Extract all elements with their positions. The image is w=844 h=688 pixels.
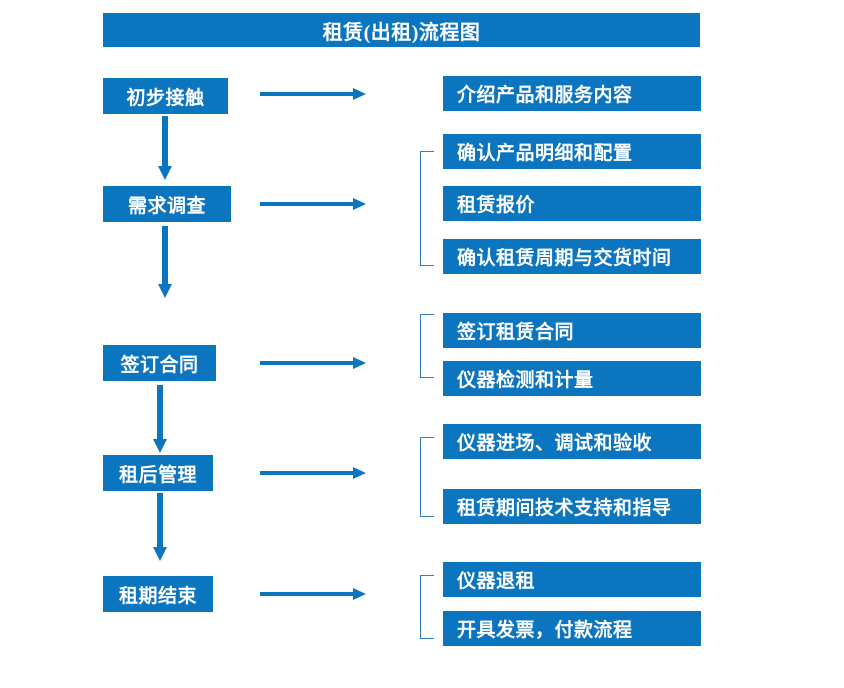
down-arrow-icon-1 [158, 116, 172, 180]
detail-box-2-2[interactable]: 租赁报价 [443, 186, 701, 221]
right-arrow-icon-1 [260, 88, 366, 100]
stage-box-5[interactable]: 租期结束 [103, 576, 213, 612]
group-bracket-4 [420, 437, 434, 517]
stage-box-3[interactable]: 签订合同 [103, 345, 216, 381]
group-bracket-2 [420, 151, 434, 266]
down-arrow-icon-2 [158, 226, 172, 298]
right-arrow-icon-2 [260, 198, 366, 210]
down-arrow-icon-4 [153, 493, 167, 561]
stage-box-4[interactable]: 租后管理 [103, 455, 213, 491]
stage-box-2[interactable]: 需求调查 [103, 186, 231, 222]
detail-box-1-1[interactable]: 介绍产品和服务内容 [443, 76, 701, 111]
right-arrow-icon-5 [260, 588, 366, 600]
detail-box-5-2[interactable]: 开具发票，付款流程 [443, 611, 701, 646]
group-bracket-5 [420, 575, 434, 639]
detail-box-2-3[interactable]: 确认租赁周期与交货时间 [443, 239, 701, 274]
detail-box-3-1[interactable]: 签订租赁合同 [443, 313, 701, 348]
detail-box-3-2[interactable]: 仪器检测和计量 [443, 361, 701, 396]
detail-box-2-1[interactable]: 确认产品明细和配置 [443, 134, 701, 169]
down-arrow-icon-3 [153, 385, 167, 453]
group-bracket-3 [420, 314, 434, 378]
right-arrow-icon-4 [260, 467, 366, 479]
detail-box-5-1[interactable]: 仪器退租 [443, 562, 701, 597]
right-arrow-icon-3 [260, 357, 366, 369]
detail-box-4-1[interactable]: 仪器进场、调试和验收 [443, 424, 701, 459]
stage-box-1[interactable]: 初步接触 [103, 78, 228, 114]
page-title: 租赁(出租)流程图 [103, 13, 700, 47]
detail-box-4-2[interactable]: 租赁期间技术支持和指导 [443, 489, 701, 524]
